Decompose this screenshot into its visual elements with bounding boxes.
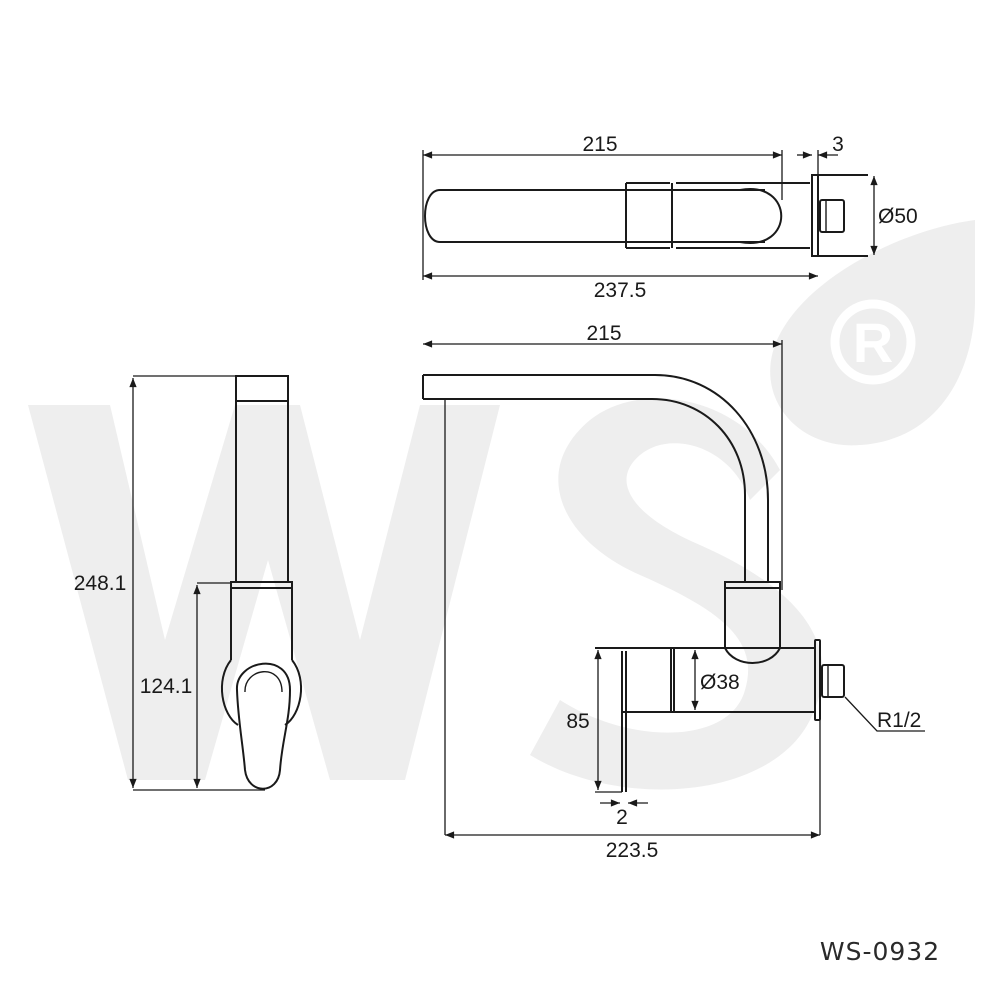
top-dim-237-5: 237.5 — [594, 279, 647, 302]
watermark-logo: R — [28, 220, 975, 790]
top-spout — [424, 189, 765, 243]
side-handle-lever — [235, 662, 292, 790]
front-dim-215: 215 — [586, 322, 621, 345]
front-wall-flange — [814, 639, 821, 721]
model-code: WS-0932 — [820, 937, 940, 966]
top-dim-3: 3 — [832, 133, 844, 156]
top-dim-dia50: Ø50 — [878, 205, 918, 228]
front-dim-85: 85 — [566, 710, 589, 733]
side-dim-124-1: 124.1 — [140, 675, 193, 698]
top-dim-215: 215 — [582, 133, 617, 156]
side-view: 248.1 124.1 — [74, 375, 302, 791]
watermark-drop — [770, 220, 975, 446]
registered-mark-icon: R — [830, 299, 916, 385]
side-dim-248-1: 248.1 — [74, 572, 127, 595]
front-dim-2: 2 — [616, 806, 628, 829]
front-thread-label: R1/2 — [877, 709, 921, 732]
top-view: 215 3 Ø50 237.5 — [422, 133, 918, 302]
front-dim-dia38: Ø38 — [700, 671, 740, 694]
front-thread-connector — [821, 664, 845, 698]
top-wall-plate — [811, 174, 819, 257]
svg-text:R: R — [853, 311, 893, 374]
front-view: 215 Ø38 85 2 223.5 R1/2 — [422, 322, 925, 862]
watermark-s — [530, 398, 823, 790]
watermark-w — [28, 405, 500, 780]
front-dim-223-5: 223.5 — [606, 839, 659, 862]
front-spout — [423, 374, 769, 582]
